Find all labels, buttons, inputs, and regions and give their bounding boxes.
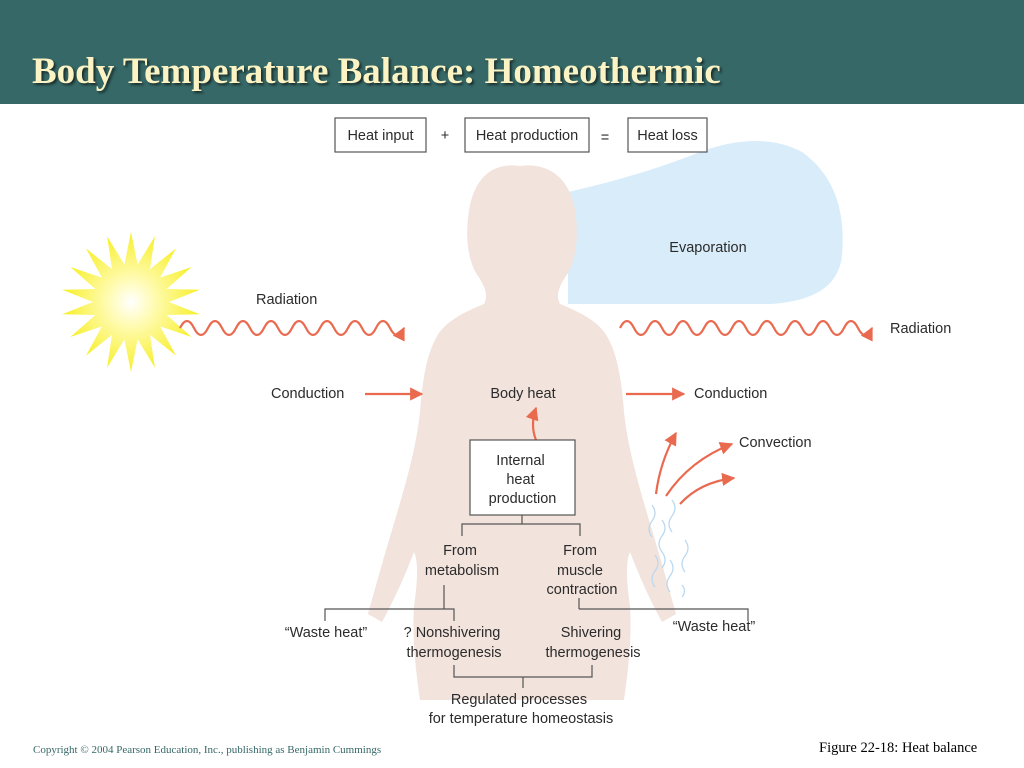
from-muscle-label: From muscle contraction <box>547 543 618 598</box>
heat-input-label: Heat input <box>347 128 413 144</box>
plus-sign: + <box>441 128 449 144</box>
body-heat-label: Body heat <box>490 386 555 402</box>
figure-caption: Figure 22-18: Heat balance <box>819 740 978 756</box>
from-metabolism-label: From metabolism <box>425 543 499 579</box>
sun-icon <box>62 232 200 372</box>
evaporation-label: Evaporation <box>669 240 746 256</box>
conduction-in-label: Conduction <box>271 386 344 402</box>
radiation-out-label: Radiation <box>890 321 951 337</box>
radiation-in-label: Radiation <box>256 292 317 308</box>
heat-loss-box <box>627 117 708 153</box>
radiation-out-wave <box>619 319 873 342</box>
regulated-processes-label: Regulated processes for temperature home… <box>429 692 614 727</box>
shivering-label: Shivering thermogenesis <box>545 625 640 661</box>
heat-loss-label: Heat loss <box>637 128 697 144</box>
heat-production-label: Heat production <box>476 128 578 144</box>
convection-air-currents <box>648 499 689 598</box>
body-heat-arrow <box>525 406 539 441</box>
waste-heat-right-label: “Waste heat” <box>673 619 756 635</box>
conduction-out-label: Conduction <box>694 386 767 402</box>
radiation-in-wave <box>179 319 405 342</box>
body-silhouette <box>368 165 676 700</box>
evaporation-cloud <box>568 141 843 304</box>
heat-input-box <box>334 117 427 153</box>
process-tree-connectors <box>324 515 749 688</box>
equals-sign: = <box>601 130 609 146</box>
copyright-text: Copyright © 2004 Pearson Education, Inc.… <box>33 744 382 756</box>
heat-production-box <box>464 117 590 153</box>
internal-heat-label: Internal heat production <box>489 453 557 507</box>
title-bar <box>0 0 1024 104</box>
waste-heat-left-label: “Waste heat” <box>285 625 368 641</box>
convection-label: Convection <box>739 435 812 451</box>
convection-arrows <box>654 431 736 505</box>
slide-title: Body Temperature Balance: Homeothermic <box>32 51 721 92</box>
nonshivering-label: ? Nonshivering thermogenesis <box>404 625 505 661</box>
internal-heat-box <box>469 439 576 516</box>
